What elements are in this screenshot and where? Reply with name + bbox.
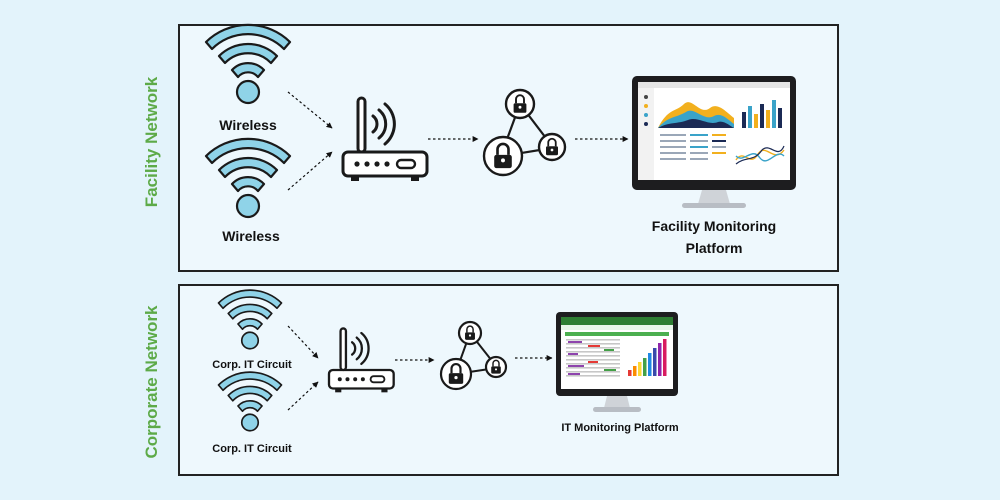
facility-wifi-icon-2: [204, 137, 292, 219]
facility-platform-label-line1: Facility Monitoring: [651, 218, 777, 234]
facility-platform-label: Facility Monitoring Platform: [652, 215, 776, 259]
it-monitor-dashboard-icon: [556, 312, 678, 412]
facility-source-1-label: Wireless: [219, 117, 277, 133]
facility-wifi-icon-1: [204, 23, 292, 105]
corporate-wifi-icon-2: [217, 371, 283, 432]
corporate-router-icon: [327, 327, 395, 394]
corporate-source-2-label: Corp. IT Circuit: [212, 443, 292, 455]
corporate-network-panel: [178, 284, 839, 476]
it-platform-label: IT Monitoring Platform: [561, 422, 679, 434]
corporate-wifi-icon-1: [217, 289, 283, 350]
facility-source-2-label: Wireless: [222, 228, 280, 244]
facility-platform-label-line2: Platform: [685, 240, 743, 256]
corporate-source-1-label: Corp. IT Circuit: [212, 359, 292, 371]
facility-router-icon: [341, 96, 429, 183]
corporate-lock-network-icon: [439, 320, 508, 391]
facility-monitor-dashboard-icon: [632, 76, 796, 208]
facility-lock-network-icon: [482, 88, 567, 177]
